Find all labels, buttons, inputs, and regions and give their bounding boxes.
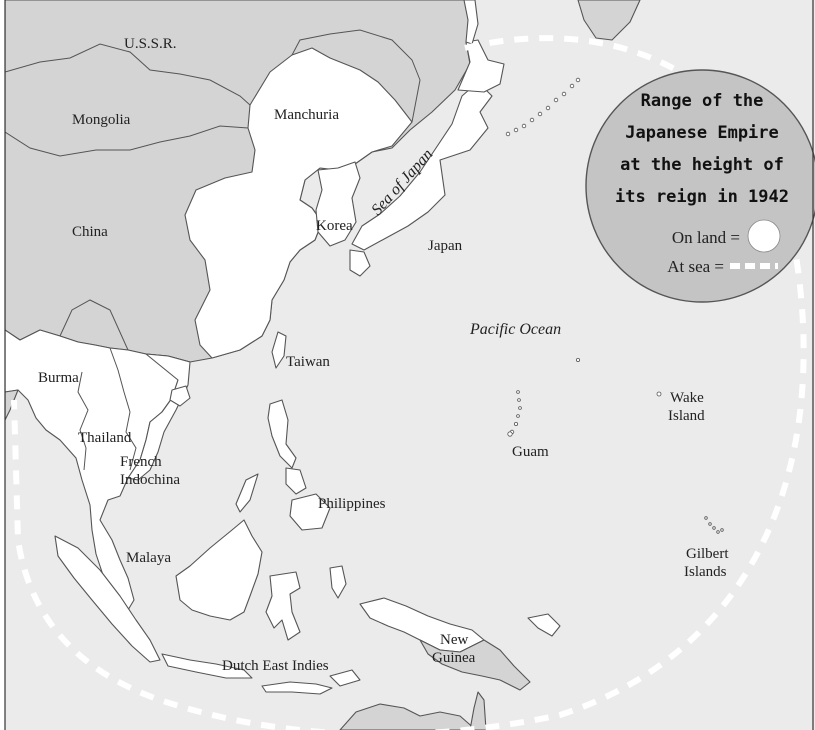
border-thailand-indochina xyxy=(109,347,137,471)
legend-at-sea-label: At sea = xyxy=(667,257,724,276)
sumatra xyxy=(54,535,161,663)
southeast-asia xyxy=(5,329,191,611)
label-thailand: Thailand xyxy=(78,430,132,446)
border-ussr-mongolia xyxy=(5,43,251,106)
label-gilbert-2: Islands xyxy=(684,564,727,580)
border-ussr-manchuria xyxy=(291,29,421,123)
label-french-indochina-2: Indochina xyxy=(120,472,180,488)
wake-island-dot xyxy=(656,391,662,397)
label-mongolia: Mongolia xyxy=(72,112,131,128)
legend-title-line-1: Range of the xyxy=(641,91,764,111)
indochina-coast xyxy=(127,353,191,481)
label-japan: Japan xyxy=(428,238,463,254)
japan-kyushu xyxy=(349,249,371,277)
legend-title-line-2: Japanese Empire xyxy=(625,123,779,143)
new-britain xyxy=(527,613,561,637)
border-mongolia-china xyxy=(5,125,249,157)
japan-honshu xyxy=(351,81,493,251)
java xyxy=(161,653,253,679)
legend: Range of the Japanese Empire at the heig… xyxy=(585,69,815,303)
border-burma-thailand xyxy=(77,371,89,471)
marcus-island xyxy=(576,357,581,362)
sulawesi xyxy=(265,571,301,641)
label-malaya: Malaya xyxy=(126,550,171,566)
philippines-mindanao xyxy=(289,493,331,531)
label-new-guinea-2: Guinea xyxy=(432,650,476,666)
label-china: China xyxy=(72,224,108,240)
japan-hokkaido xyxy=(457,39,505,93)
label-philippines: Philippines xyxy=(318,496,386,512)
label-manchuria: Manchuria xyxy=(274,107,339,123)
hainan xyxy=(169,385,191,407)
label-new-guinea-1: New xyxy=(440,632,468,648)
label-wake-1: Wake xyxy=(670,390,704,406)
label-burma: Burma xyxy=(38,370,79,386)
legend-title-line-4: its reign in 1942 xyxy=(615,187,789,207)
legend-on-land-label: On land = xyxy=(672,228,740,247)
label-ussr: U.S.S.R. xyxy=(124,36,177,52)
label-gilbert-1: Gilbert xyxy=(686,546,729,562)
label-guam: Guam xyxy=(512,444,549,460)
lesser-sunda xyxy=(261,681,333,695)
legend-on-land-swatch xyxy=(747,219,781,253)
label-dutch-east-indies: Dutch East Indies xyxy=(222,658,329,674)
timor xyxy=(329,669,361,687)
guam-island xyxy=(507,431,513,437)
borneo xyxy=(175,519,263,621)
label-pacific-ocean: Pacific Ocean xyxy=(469,321,561,338)
kamchatka xyxy=(577,0,641,41)
empire-sea-range xyxy=(11,35,807,730)
cape-york xyxy=(469,691,487,730)
label-korea: Korea xyxy=(316,218,353,234)
halmahera xyxy=(329,565,347,599)
label-french-indochina-1: French xyxy=(120,454,162,470)
new-guinea-east xyxy=(419,639,531,691)
occupied-manchuria-china xyxy=(184,47,413,359)
philippines-luzon xyxy=(267,399,297,469)
taiwan-land xyxy=(271,331,287,369)
philippines-palawan xyxy=(235,473,259,513)
label-taiwan: Taiwan xyxy=(286,354,330,370)
korea-land xyxy=(315,161,361,247)
gilbert-islands-dots xyxy=(704,516,724,534)
label-wake-2: Island xyxy=(668,408,705,424)
kuril-islands xyxy=(505,77,581,137)
philippines-visayas xyxy=(285,467,307,495)
legend-title-line-3: at the height of xyxy=(620,155,784,175)
border-china-burma xyxy=(59,299,129,351)
